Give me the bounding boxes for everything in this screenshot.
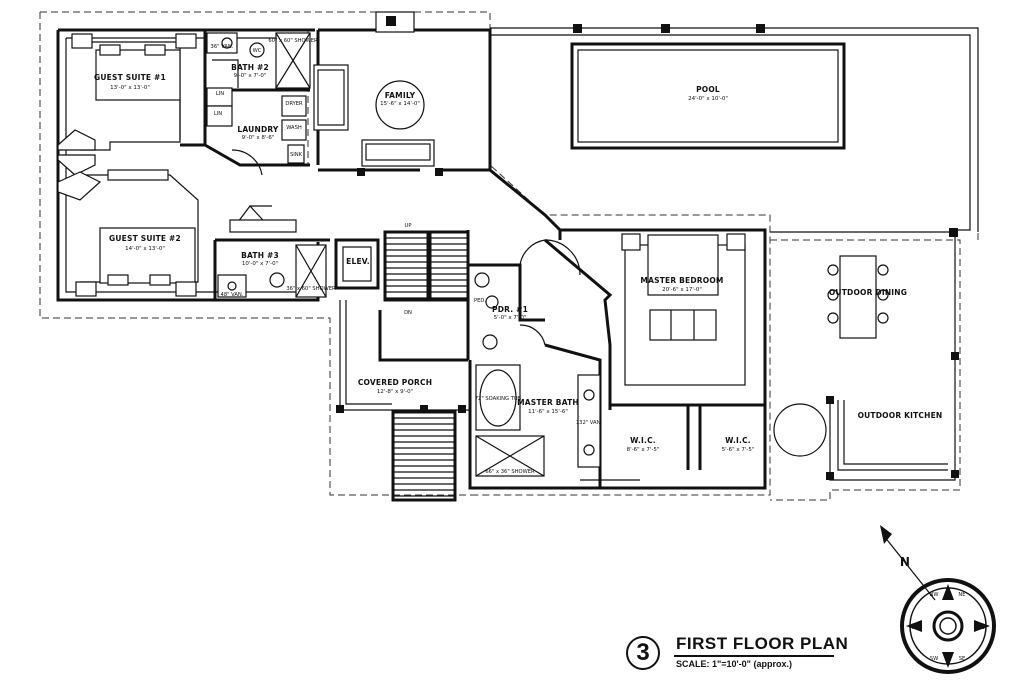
covered-porch — [336, 300, 470, 413]
label-outdoor-dining: OUTDOOR DINING — [829, 288, 907, 297]
title-underline — [674, 655, 834, 657]
label-ped: PED. — [474, 298, 486, 304]
label-soaking-tub: 72" SOAKING TUB — [475, 396, 522, 402]
compass-sw: SW — [930, 656, 938, 662]
outdoor-area — [770, 231, 959, 481]
master-bath-fixtures — [475, 364, 640, 481]
bath-3-fixtures — [217, 205, 327, 298]
dims-wic-1: 8'-6" x 7'-5" — [627, 447, 660, 453]
compass-ne: NE — [958, 592, 965, 598]
sheet-scale: SCALE: 1"=10'-0" (approx.) — [676, 659, 792, 669]
compass-s: S — [946, 658, 949, 664]
family-room-walls — [313, 11, 562, 240]
label-covered-porch: COVERED PORCH — [358, 378, 432, 387]
label-powder-room: PDR. #1 — [492, 305, 528, 314]
room-labels: GUEST SUITE #1 13'-0" x 13'-0" GUEST SUI… — [94, 63, 942, 453]
guest-suite-1-furniture — [71, 33, 197, 140]
dims-covered-porch: 12'-8" x 9'-0" — [377, 389, 413, 395]
sheet-number: 3 — [626, 636, 660, 670]
label-pool: POOL — [696, 85, 720, 94]
dims-guest-suite-1: 13'-0" x 13'-0" — [110, 85, 150, 91]
compass-rose: N NE E SE S SW W NW — [880, 525, 996, 674]
label-sink: SINK — [290, 152, 303, 158]
label-shower-master: 66" x 36" SHOWER — [485, 469, 535, 475]
dims-guest-suite-2: 14'-0" x 13'-0" — [125, 246, 165, 252]
label-washer: WASH — [286, 125, 302, 131]
elevator-shaft — [334, 238, 380, 290]
compass-e: E — [981, 625, 984, 631]
pool-area — [490, 24, 979, 237]
label-lin-2: LIN — [214, 111, 222, 117]
label-lin-1: LIN — [216, 91, 224, 97]
label-guest-suite-1: GUEST SUITE #1 — [94, 73, 166, 82]
label-master-bath: MASTER BATH — [517, 398, 579, 407]
label-vanity-master: 132" VAN. — [576, 420, 603, 426]
compass-w: W — [911, 625, 916, 631]
guest-suite-2-furniture — [75, 169, 197, 297]
dims-pool: 24'-0" x 10'-0" — [688, 96, 728, 102]
main-stair — [383, 230, 470, 302]
west-bay-windows — [57, 129, 102, 201]
label-stair-up: UP — [405, 223, 412, 229]
dims-family: 15'-6" x 14'-0" — [380, 101, 420, 107]
hall-walls — [378, 230, 546, 362]
label-master-bedroom: MASTER BEDROOM — [640, 276, 723, 285]
label-family: FAMILY — [385, 91, 416, 100]
porch-stair — [391, 410, 457, 502]
label-wc: WC — [253, 48, 262, 54]
label-dryer: DRYER — [285, 101, 303, 107]
dims-master-bath: 11'-6" x 15'-6" — [528, 409, 568, 415]
label-bath-2: BATH #2 — [231, 63, 269, 72]
title-block: 3 FIRST FLOOR PLAN SCALE: 1"=10'-0" (app… — [626, 632, 856, 672]
dims-master-bedroom: 20'-6" x 17'-0" — [662, 287, 702, 293]
label-outdoor-kitchen: OUTDOOR KITCHEN — [858, 411, 943, 420]
compass-nw: NW — [929, 592, 938, 598]
sheet-title: FIRST FLOOR PLAN — [676, 634, 849, 653]
compass-se: SE — [959, 656, 966, 662]
bath-2-fixtures — [206, 32, 311, 89]
dims-laundry: 9'-0" x 8'-6" — [242, 135, 275, 141]
label-guest-suite-2: GUEST SUITE #2 — [109, 234, 181, 243]
label-elevator: ELEV. — [346, 257, 370, 266]
label-stair-down: DN — [404, 310, 412, 316]
fixture-labels: LIN LIN DRYER WASH SINK WC 36" VAN. 48" … — [211, 38, 603, 475]
label-shower-bath2: 60" x 60" SHOWER — [268, 38, 318, 44]
label-vanity-36: 36" VAN. — [211, 44, 234, 50]
label-shower-bath3: 36" x 60" SHOWER — [286, 286, 336, 292]
dims-wic-2: 5'-6" x 7'-5" — [722, 447, 755, 453]
label-wic-2: W.I.C. — [725, 436, 751, 445]
label-wic-1: W.I.C. — [630, 436, 656, 445]
dims-powder-room: 5'-0" x 7'-0" — [494, 315, 527, 321]
dims-bath-3: 10'-0" x 7'-0" — [242, 261, 278, 267]
dims-bath-2: 9'-0" x 7'-0" — [234, 73, 267, 79]
label-bath-3: BATH #3 — [241, 251, 279, 260]
label-laundry: LAUNDRY — [237, 125, 279, 134]
laundry-fixtures — [206, 87, 307, 176]
compass-north-letter: N — [900, 555, 910, 569]
label-vanity-48: 48" VAN. — [221, 292, 244, 298]
